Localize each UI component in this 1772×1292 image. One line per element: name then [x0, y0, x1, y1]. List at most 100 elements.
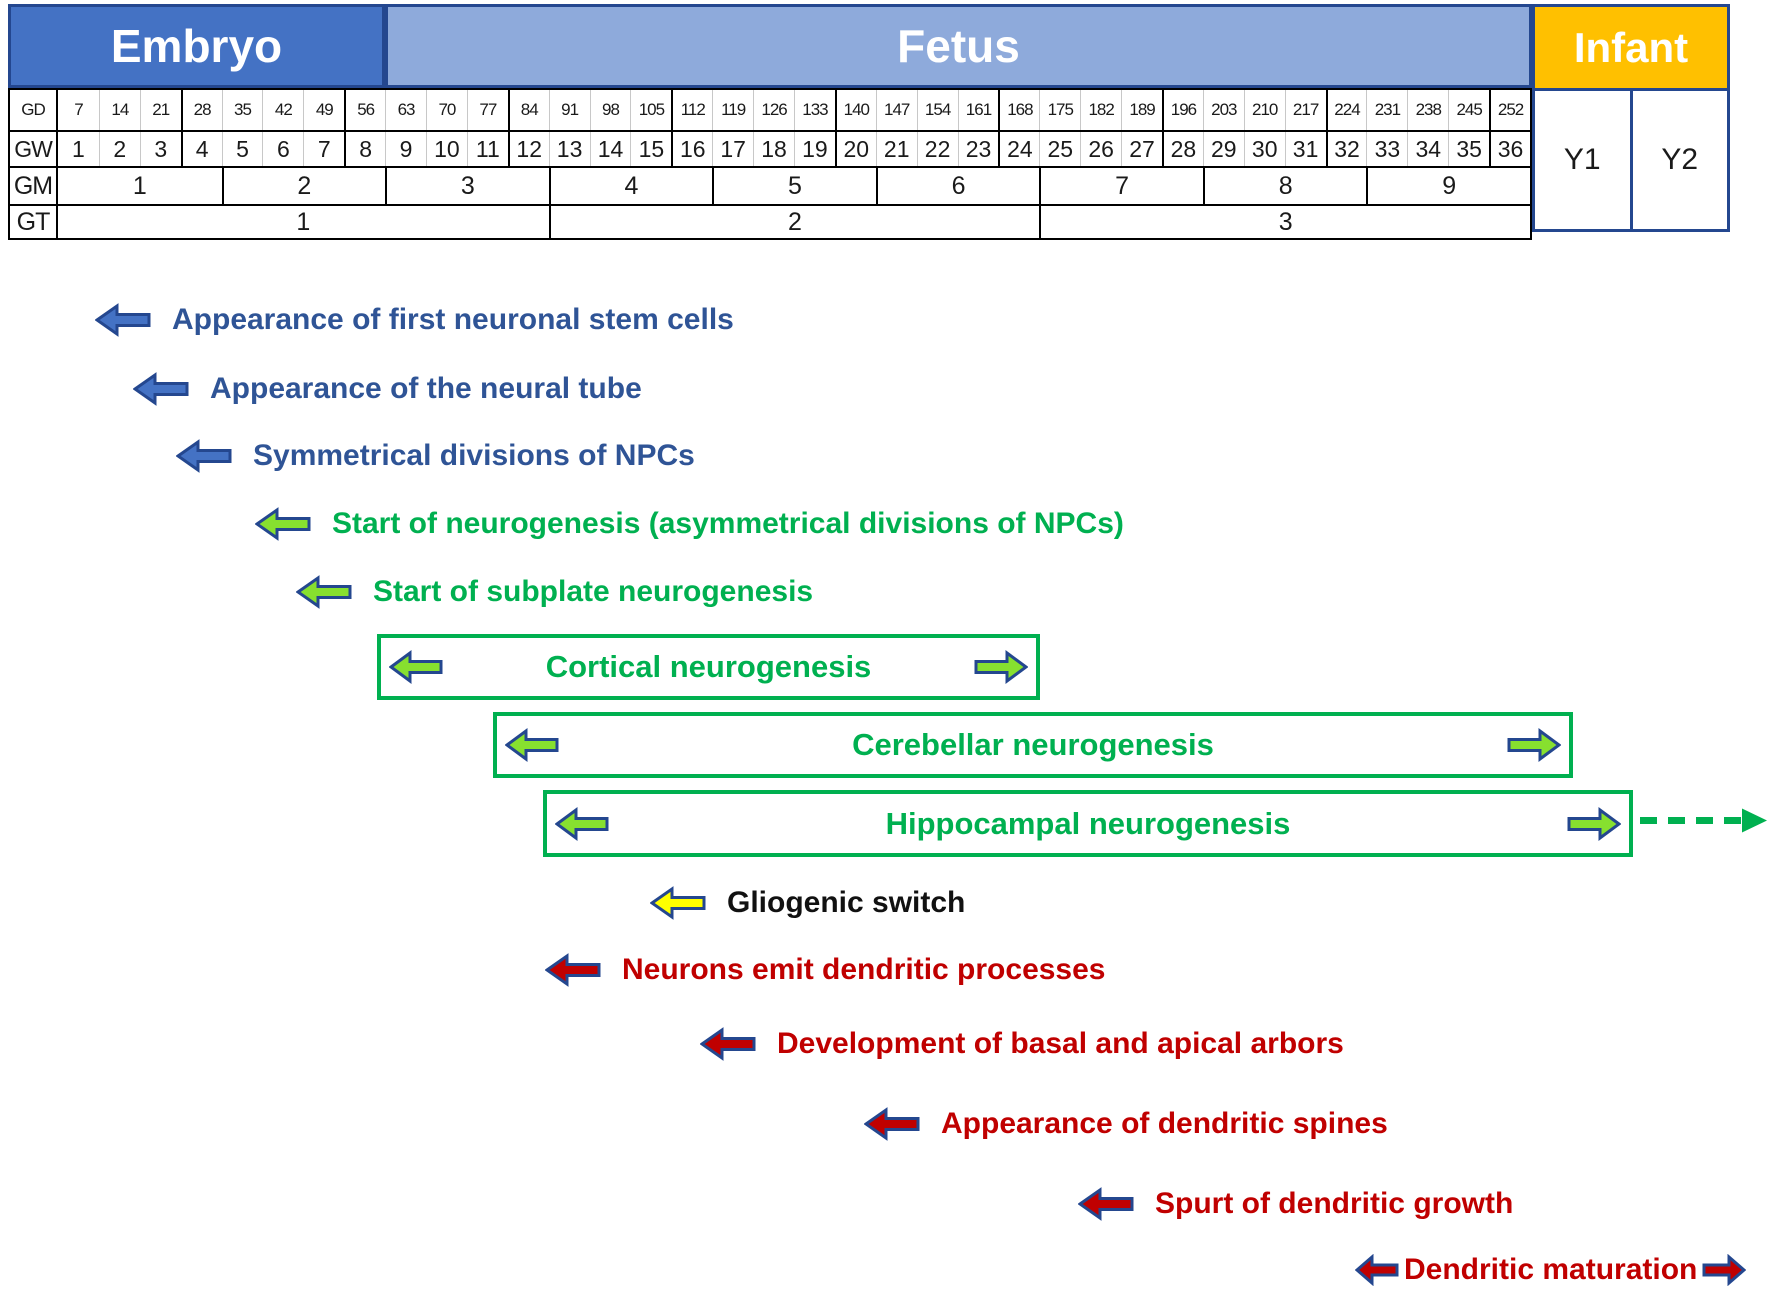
event-label: Start of neurogenesis (asymmetrical divi…: [332, 507, 1124, 540]
event-row: Start of neurogenesis (asymmetrical divi…: [255, 507, 1124, 541]
gt-cell: 1: [296, 207, 311, 236]
gw-cell: 26: [1080, 132, 1121, 166]
gw-cell: 18: [753, 132, 794, 166]
neurogenesis-period-box: Hippocampal neurogenesis: [543, 790, 1633, 857]
gd-cell: 112: [671, 90, 712, 130]
event-row: Spurt of dendritic growth: [1078, 1187, 1513, 1221]
left-block-arrow-icon: [389, 650, 443, 684]
gd-cell: 56: [344, 90, 385, 130]
event-label: Start of subplate neurogenesis: [373, 575, 814, 608]
dashed-right-arrow-icon: [1640, 808, 1767, 833]
event-label: Gliogenic switch: [727, 886, 966, 919]
gd-cell: 105: [630, 90, 671, 130]
gw-cell: 16: [671, 132, 712, 166]
gw-cell: 19: [794, 132, 835, 166]
left-block-arrow-icon: [555, 806, 609, 841]
gd-cell: 203: [1202, 90, 1244, 130]
gw-cell: 24: [998, 132, 1039, 166]
gw-cell: 32: [1325, 132, 1367, 166]
gd-cell: 84: [507, 90, 549, 130]
event-label: Spurt of dendritic growth: [1155, 1187, 1514, 1220]
event-label: Appearance of dendritic spines: [941, 1107, 1388, 1140]
gw-cell: 7: [303, 132, 344, 166]
gd-cell: 238: [1407, 90, 1448, 130]
gw-cell: 5: [221, 132, 263, 166]
gd-cell: 28: [180, 90, 222, 130]
gm-cell: 5: [712, 168, 876, 204]
gw-cell: 30: [1243, 132, 1285, 166]
left-block-arrow-icon: [700, 1027, 756, 1061]
gm-cell: 7: [1039, 168, 1203, 204]
infant-year-cell: Y2: [1629, 91, 1727, 229]
embryo-stage-header: Embryo: [8, 4, 385, 88]
left-block-arrow-icon: [133, 372, 189, 406]
dendritic-maturation-row: Dendritic maturation: [1355, 1253, 1747, 1287]
gt-cell: 2: [548, 206, 1040, 238]
gw-cell: 3: [139, 132, 181, 166]
event-label: Neurons emit dendritic processes: [622, 953, 1106, 986]
event-row: Development of basal and apical arbors: [700, 1027, 1344, 1061]
event-row: Appearance of dendritic spines: [864, 1107, 1388, 1141]
gw-cell: 28: [1162, 132, 1203, 166]
gw-cell: 4: [180, 132, 222, 166]
gd-cell: 224: [1325, 90, 1367, 130]
left-block-arrow-icon: [296, 575, 352, 609]
left-block-arrow-icon: [545, 953, 601, 987]
gd-cell: 98: [589, 90, 631, 130]
left-block-arrow-icon: [864, 1107, 920, 1141]
period-box-label: Cerebellar neurogenesis: [852, 727, 1214, 762]
gd-cell: 245: [1448, 90, 1489, 130]
gd-cell: 217: [1284, 90, 1326, 130]
gd-cell: 14: [98, 90, 140, 130]
gw-cell: 14: [589, 132, 631, 166]
gd-cell: 21: [139, 90, 181, 130]
event-label: Appearance of the neural tube: [210, 372, 642, 405]
event-label: Development of basal and apical arbors: [777, 1027, 1344, 1060]
neurogenesis-period-box: Cortical neurogenesis: [377, 634, 1040, 700]
gm-cell: 1: [132, 171, 147, 200]
gd-cell: 252: [1489, 90, 1530, 130]
right-block-arrow-icon: [1567, 806, 1621, 841]
infant-year-cell: Y1: [1535, 91, 1630, 229]
right-block-arrow-icon: [974, 650, 1028, 684]
period-box-label: Hippocampal neurogenesis: [885, 805, 1291, 841]
gd-cell: 70: [426, 90, 467, 130]
infant-stage-header: Infant: [1535, 7, 1727, 91]
event-row: Symmetrical divisions of NPCs: [176, 439, 695, 473]
event-row: Appearance of the neural tube: [133, 372, 642, 406]
right-block-arrow-icon: [1507, 728, 1561, 762]
gd-cell: 182: [1080, 90, 1121, 130]
event-label: Symmetrical divisions of NPCs: [253, 439, 695, 472]
period-box-label: Cortical neurogenesis: [545, 649, 872, 684]
gw-cell: 31: [1284, 132, 1326, 166]
gd-cell: 189: [1121, 90, 1162, 130]
gd-cell: 175: [1039, 90, 1080, 130]
event-row: Start of subplate neurogenesis: [296, 575, 813, 609]
row-label-gd: GD: [10, 90, 58, 130]
gd-cell: 63: [385, 90, 426, 130]
gm-cell: 2: [221, 168, 386, 204]
gw-cell: 27: [1121, 132, 1162, 166]
gw-cell: 1: [72, 135, 85, 162]
gd-cell: 161: [957, 90, 999, 130]
gw-cell: 23: [957, 132, 999, 166]
gw-cell: 21: [875, 132, 917, 166]
gw-cell: 35: [1448, 132, 1489, 166]
gw-cell: 11: [466, 132, 508, 166]
event-row: Appearance of first neuronal stem cells: [95, 303, 734, 337]
gd-cell: 210: [1243, 90, 1285, 130]
left-block-arrow-icon: [255, 507, 311, 541]
neurogenesis-period-box: Cerebellar neurogenesis: [493, 712, 1573, 778]
gd-cell: 133: [794, 90, 835, 130]
gd-cell: 77: [466, 90, 508, 130]
hippocampal-continuation: [1640, 803, 1770, 844]
gd-cell: 91: [548, 90, 590, 130]
gd-cell: 42: [262, 90, 303, 130]
gd-cell: 126: [753, 90, 794, 130]
